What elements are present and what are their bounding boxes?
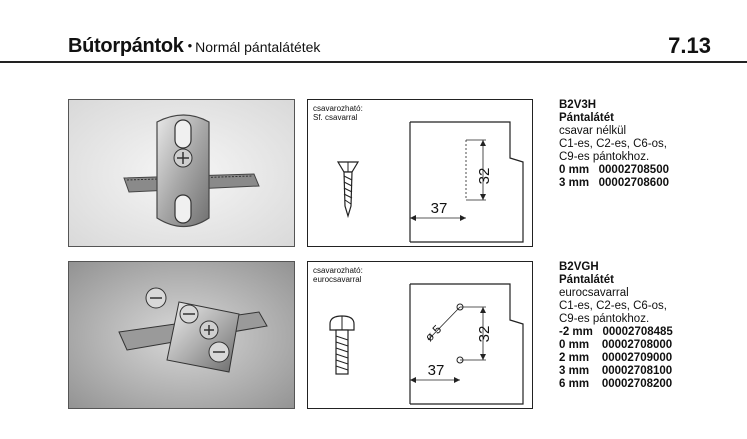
variant-row: 6 mm 00002708200 [559,378,673,390]
page-title: Bútorpántok [68,35,184,57]
product-name: Pántalátét [559,112,614,124]
dim-horizontal-label: 37 [431,200,448,217]
product-desc-line: eurocsavarral [559,287,629,299]
screw-label: csavarozható: Sf. csavarral [313,104,363,122]
page-subtitle: Normál pántalátétek [195,39,321,55]
product-photo-b2vgh [68,261,295,409]
dim-horizontal-label: 37 [428,362,445,379]
technical-drawing-b2vgh: csavarozható: eurocsavarral ø 5 32 37 [307,261,533,409]
product-code: B2VGH [559,261,599,273]
variant-row: 0 mm 00002708000 [559,339,673,351]
page-header: Bútorpántok•Normál pántalátétek 7.13 [0,0,747,63]
variant-row: 2 mm 00002709000 [559,352,673,364]
product-info-b2v3h: B2V3H Pántalátét csavar nélkül C1-es, C2… [559,99,739,190]
header-rule [0,61,747,63]
product-photo-b2v3h [68,99,295,247]
technical-drawing-b2v3h: csavarozható: Sf. csavarral 32 37 [307,99,533,247]
variant-row: -2 mm 00002708485 [559,326,673,338]
product-desc-line: C9-es pántokhoz. [559,151,650,163]
section-number: 7.13 [668,33,711,58]
product-name: Pántalátét [559,274,614,286]
variant-row: 0 mm 00002708500 [559,164,669,176]
product-code: B2V3H [559,99,597,111]
product-desc-line: C9-es pántokhoz. [559,313,650,325]
title-bullet: • [187,38,193,53]
dim-vertical-label: 32 [476,168,493,185]
dim-vertical-label: 32 [476,326,493,343]
dim-diameter-label: ø 5 [422,322,444,344]
countersunk-screw-icon [336,161,360,219]
title-group: Bútorpántok•Normál pántalátétek [68,35,320,58]
screw-label: csavarozható: eurocsavarral [313,266,363,284]
product-desc-line: C1-es, C2-es, C6-os, [559,138,668,150]
product-desc-line: C1-es, C2-es, C6-os, [559,300,668,312]
variant-row: 3 mm 00002708100 [559,365,673,377]
variant-row: 3 mm 00002708600 [559,177,669,189]
product-desc-line: csavar nélkül [559,125,627,137]
euro-screw-icon [329,315,355,375]
product-info-b2vgh: B2VGH Pántalátét eurocsavarral C1-es, C2… [559,261,739,391]
